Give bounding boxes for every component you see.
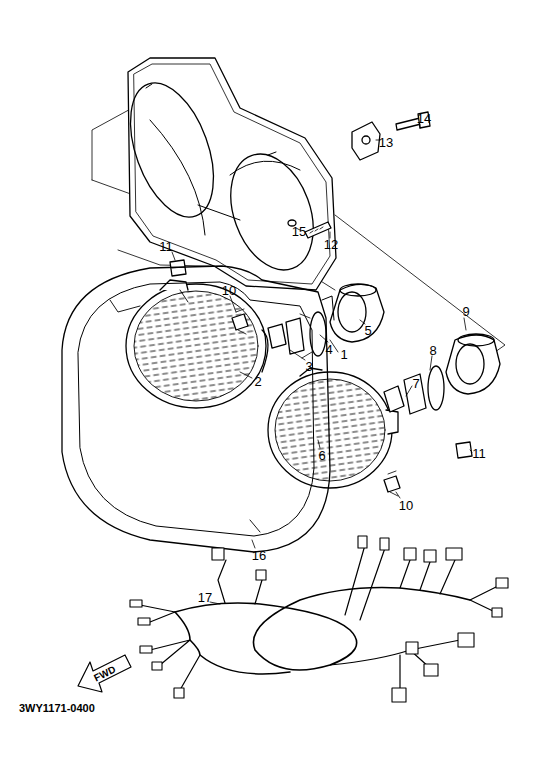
callout-number: 9 bbox=[462, 305, 469, 318]
callout-number: 15 bbox=[292, 225, 306, 238]
callout-number: 7 bbox=[412, 377, 419, 390]
callout-number: 2 bbox=[254, 375, 261, 388]
callout-number: 11 bbox=[472, 447, 486, 460]
callout-number: 1 bbox=[340, 348, 347, 361]
callout-number: 13 bbox=[379, 136, 393, 149]
diagram-code: 3WY1171-0400 bbox=[19, 703, 95, 714]
callout-number: 5 bbox=[364, 324, 371, 337]
callout-number: 10 bbox=[399, 499, 413, 512]
callout-number: 10 bbox=[222, 284, 236, 297]
callout-number: 6 bbox=[318, 449, 325, 462]
callout-number: 17 bbox=[198, 591, 212, 604]
callout-number: 3 bbox=[305, 360, 312, 373]
callout-number: 14 bbox=[417, 112, 431, 125]
callout-number: 4 bbox=[325, 343, 332, 356]
callout-number: 8 bbox=[429, 344, 436, 357]
callout-number: 16 bbox=[252, 549, 266, 562]
callout-number: 11 bbox=[159, 240, 173, 253]
callout-number: 12 bbox=[324, 238, 338, 251]
